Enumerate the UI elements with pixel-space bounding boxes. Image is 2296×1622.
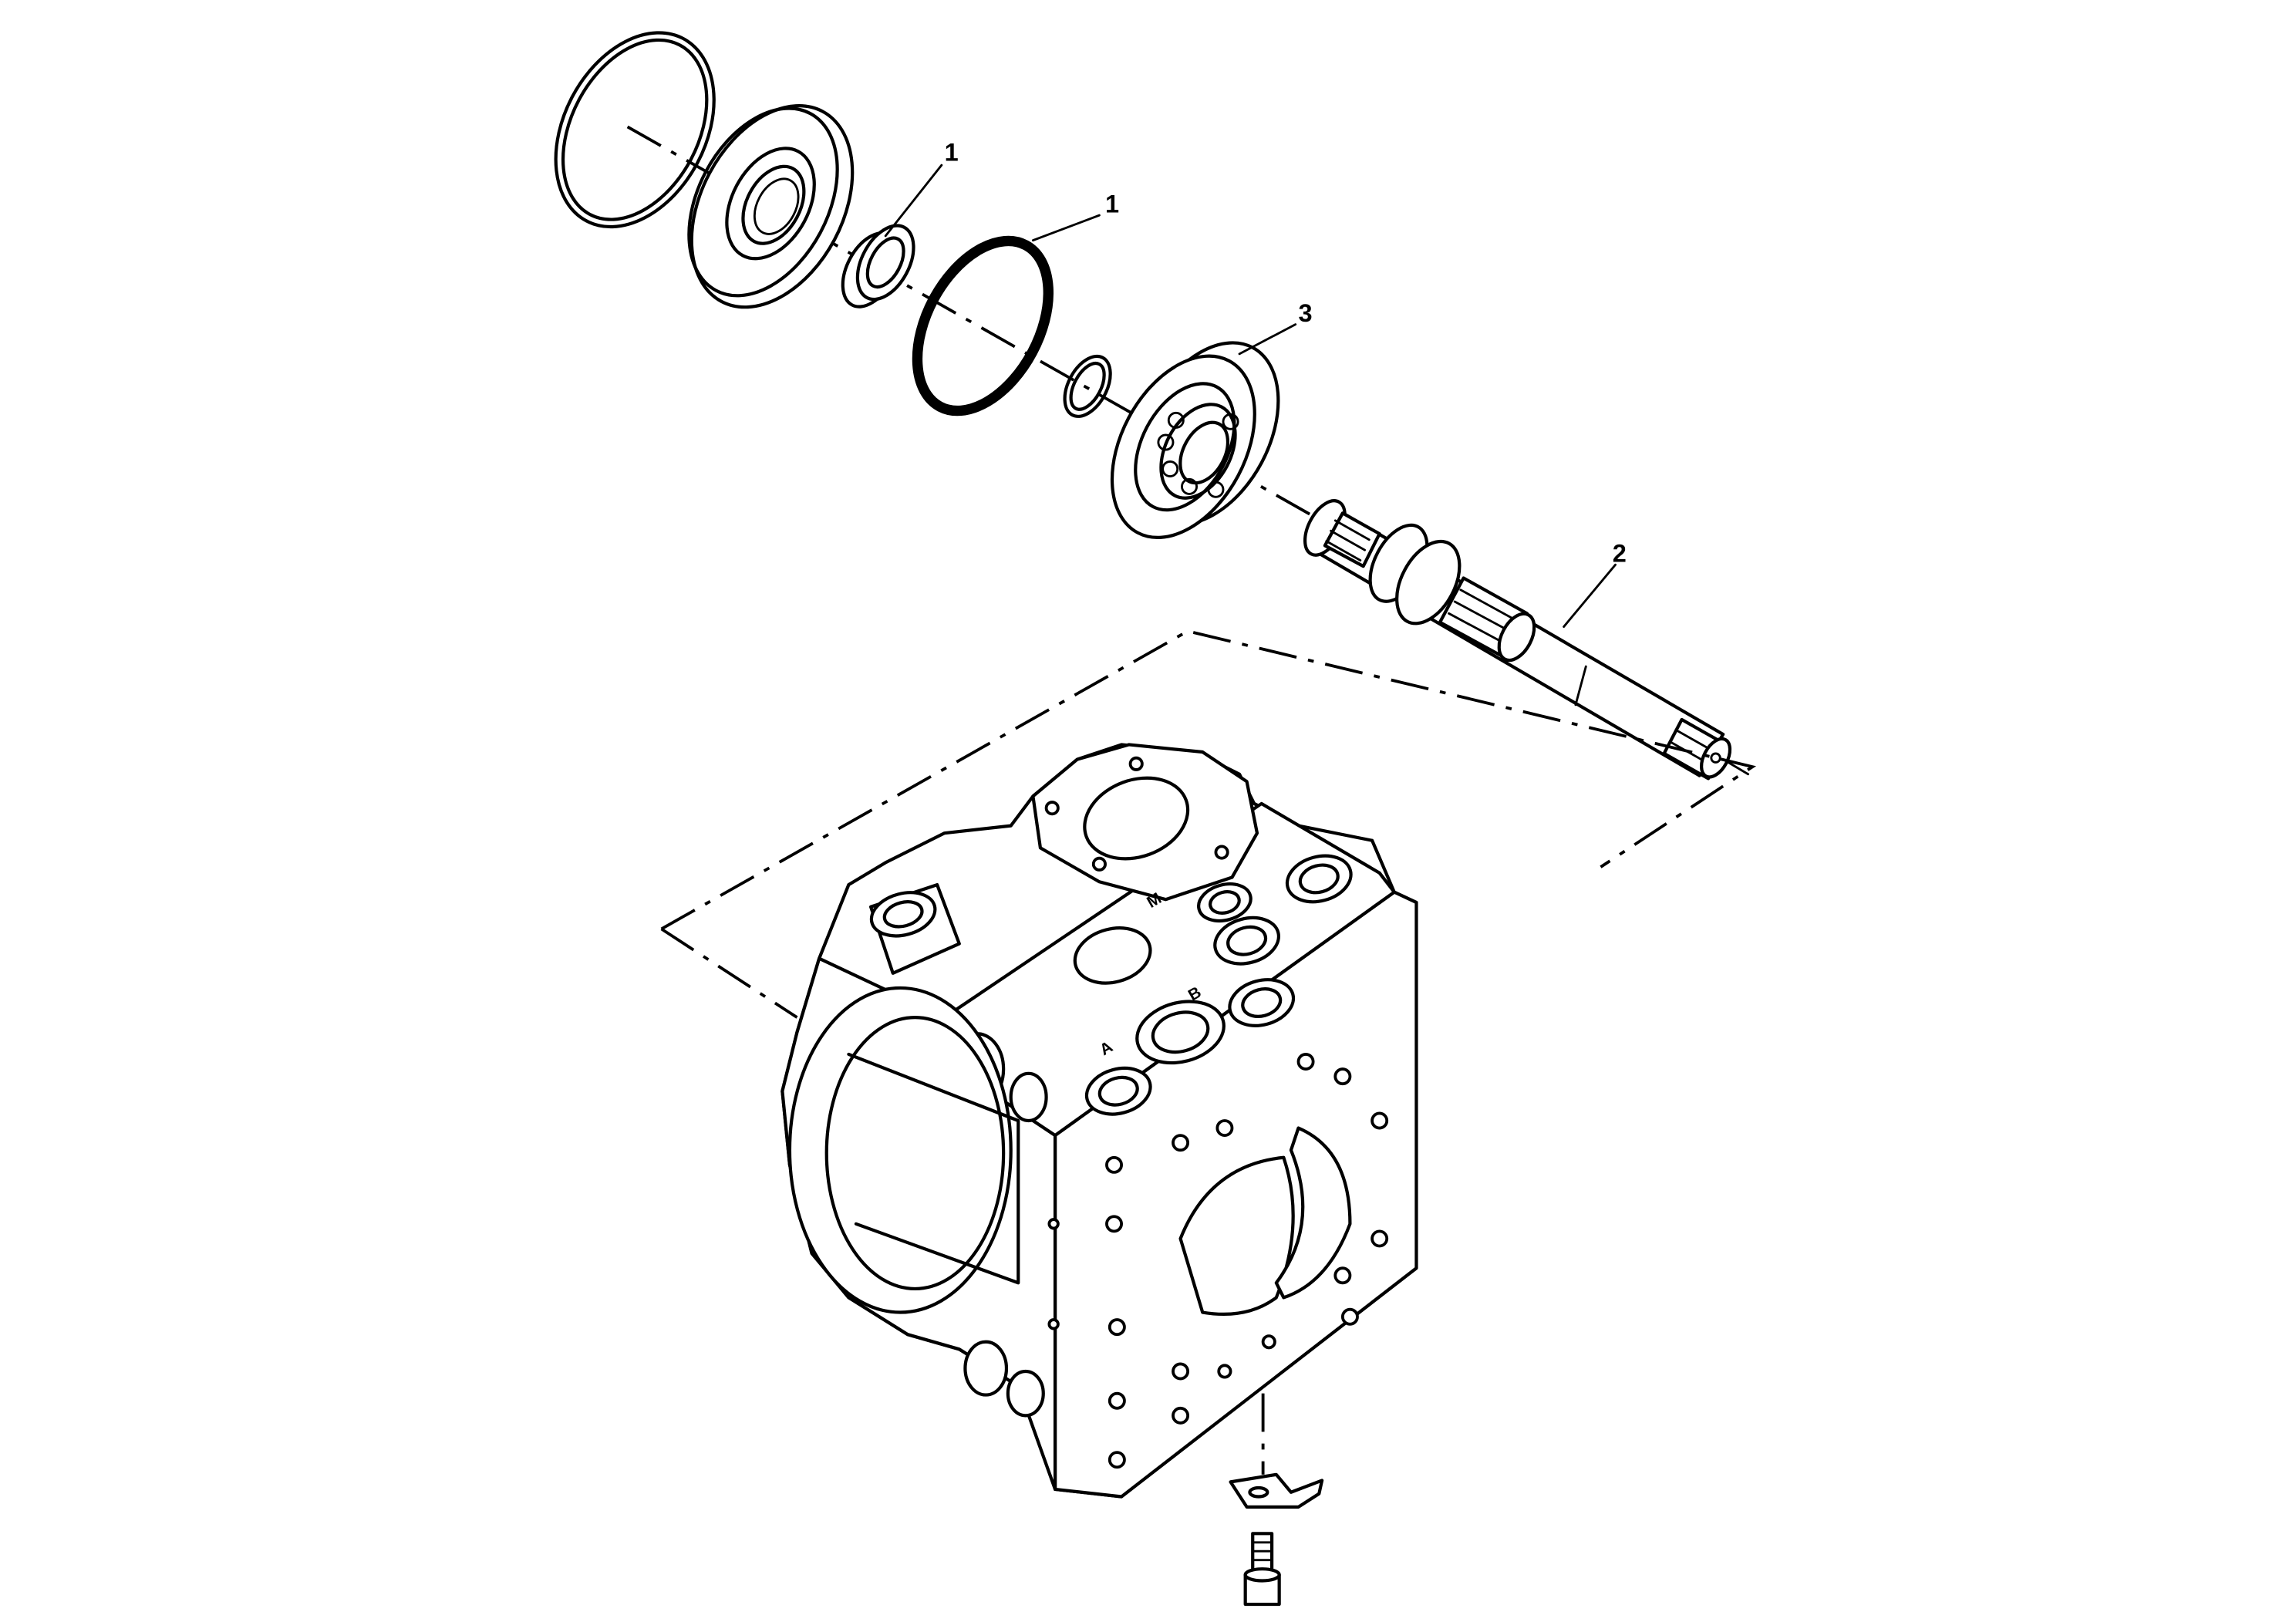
o-ring — [912, 235, 1054, 416]
ball-bearing — [1110, 341, 1280, 539]
callout-leaders — [884, 164, 1617, 628]
callout-label-1a: 1 — [945, 138, 959, 166]
pump-housing: A B M — [781, 743, 1418, 1499]
front-face-bolt-holes — [1047, 1053, 1389, 1469]
retaining-ring — [1063, 354, 1112, 418]
large-seal-ring — [554, 31, 716, 229]
cap-screw — [1243, 1532, 1281, 1607]
callout-label-3: 3 — [1299, 299, 1313, 327]
alignment-outline-left — [660, 927, 798, 1019]
locking-bracket — [1229, 1472, 1324, 1509]
callout-label-1b: 1 — [1105, 190, 1119, 218]
assembly-axis-line — [626, 125, 1314, 518]
end-cover-flange — [687, 104, 855, 309]
shaft-seal — [841, 224, 915, 309]
callout-label-2: 2 — [1613, 539, 1627, 567]
alignment-outline — [660, 629, 1757, 931]
drive-shaft — [1303, 499, 1732, 781]
